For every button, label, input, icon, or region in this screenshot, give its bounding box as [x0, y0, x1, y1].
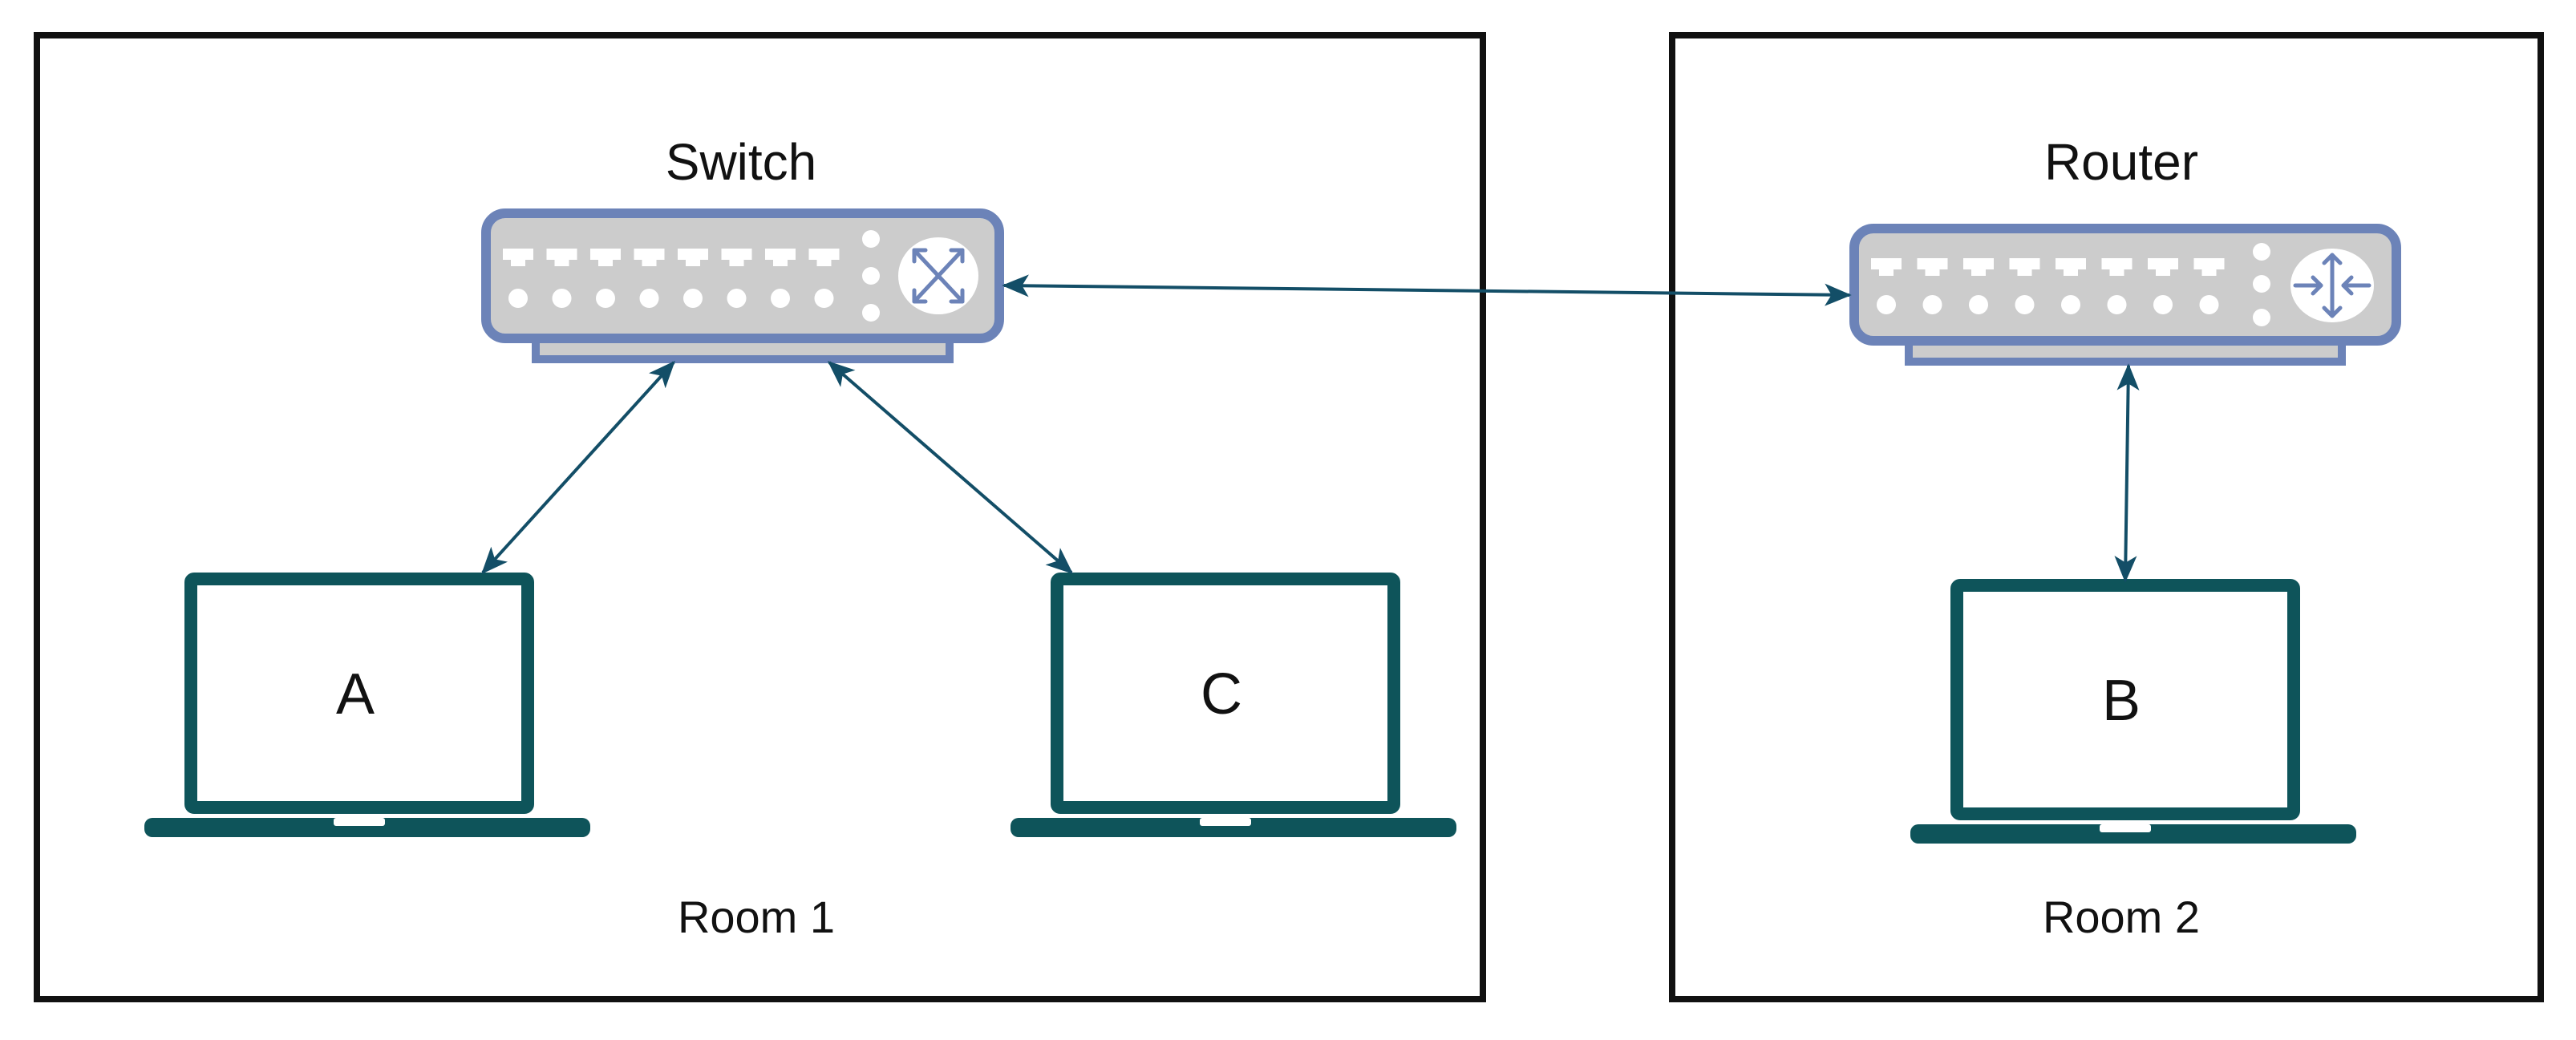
port — [2148, 258, 2178, 276]
device-label: Switch — [666, 133, 817, 191]
link-switch-laptop-A — [481, 360, 675, 575]
port-row — [1871, 243, 2270, 326]
router-device[interactable]: Router — [1849, 133, 2401, 366]
port-led — [1969, 295, 1988, 314]
router-icon — [2290, 249, 2374, 322]
port-led — [814, 289, 834, 308]
laptop-B[interactable]: B — [1910, 585, 2356, 844]
status-led — [2253, 309, 2270, 326]
port — [634, 249, 665, 266]
port-led — [596, 289, 615, 308]
laptop-C[interactable]: C — [1011, 579, 1456, 837]
port — [590, 249, 621, 266]
port-led — [2061, 295, 2080, 314]
link-switch-router — [1002, 274, 1852, 306]
switch-icon — [898, 237, 978, 314]
room-label: Room 1 — [678, 892, 835, 942]
status-led — [862, 267, 880, 285]
room-2: Room 2 — [1669, 32, 2544, 1002]
port-row — [503, 230, 880, 322]
port — [546, 249, 577, 266]
status-led — [2253, 243, 2270, 261]
laptop-A[interactable]: A — [144, 579, 590, 837]
port-led — [508, 289, 528, 308]
port-led — [639, 289, 659, 308]
port-led — [771, 289, 790, 308]
room-1: Room 1 — [34, 32, 1486, 1002]
port-led — [1877, 295, 1896, 314]
status-led — [862, 230, 880, 248]
laptop-label: A — [336, 662, 375, 726]
laptop-label: C — [1201, 662, 1242, 726]
port-led — [2199, 295, 2219, 314]
port — [808, 249, 840, 266]
port — [2193, 258, 2225, 276]
port — [2009, 258, 2040, 276]
port — [1917, 258, 1948, 276]
port-led — [2153, 295, 2173, 314]
laptop-label: B — [2102, 669, 2141, 733]
port — [2101, 258, 2132, 276]
port — [503, 249, 533, 266]
link-switch-laptop-C — [827, 361, 1074, 574]
switch-device[interactable]: Switch — [481, 133, 1004, 363]
port — [1963, 258, 1994, 276]
links — [481, 274, 2140, 583]
port-led — [2015, 295, 2035, 314]
port-led — [727, 289, 747, 308]
port-led — [2107, 295, 2127, 314]
room-label: Room 2 — [2043, 892, 2200, 942]
port-led — [552, 289, 572, 308]
port — [721, 249, 752, 266]
device-label: Router — [2044, 133, 2198, 191]
port — [1871, 258, 1902, 276]
port — [765, 249, 796, 266]
status-led — [2253, 275, 2270, 293]
port — [678, 249, 708, 266]
status-led — [862, 304, 880, 322]
port-led — [1922, 295, 1942, 314]
port-led — [683, 289, 703, 308]
link-router-laptop-B — [2114, 363, 2140, 583]
port — [2056, 258, 2086, 276]
